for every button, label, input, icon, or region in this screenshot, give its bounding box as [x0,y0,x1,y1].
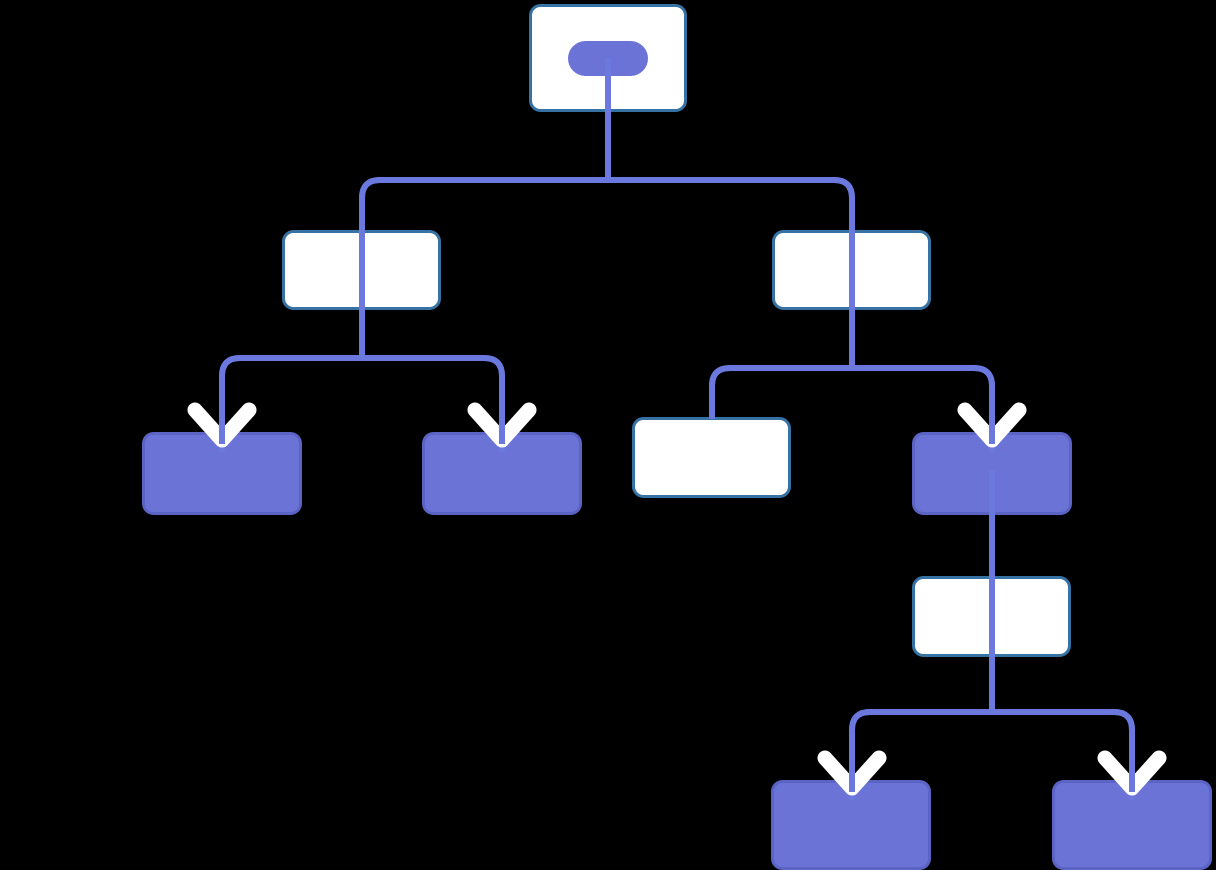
edge-overlay-layer [187,58,1167,800]
edge-to-white-leaf-3-overlay [709,365,852,419]
edge-to-leaf-1-overlay [219,355,362,452]
white-leaf-node-3-shape [632,417,791,498]
edge-root-to-level2-left-overlay [359,177,608,310]
edge-to-branch-4-overlay [852,365,995,452]
edge-to-leaf-5-overlay [849,709,992,800]
white-leaf-node-3[interactable] [632,417,791,498]
edge-to-leaf-6-overlay [992,709,1135,800]
edge-to-leaf-2-overlay [362,355,505,452]
edge-root-to-level2-right-overlay [608,177,855,310]
